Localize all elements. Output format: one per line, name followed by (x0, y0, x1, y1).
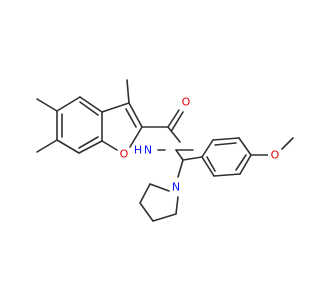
bond (175, 149, 184, 161)
atom-labels: O N H O N O (117, 95, 282, 194)
bond (79, 96, 103, 113)
atom-bg (169, 180, 183, 194)
atom-label-methoxy-oxygen: O (271, 149, 280, 162)
bond (56, 96, 81, 112)
molecule-structure: O N H O N O (36, 79, 294, 222)
bond (101, 102, 130, 113)
bond (171, 111, 184, 131)
bond (79, 101, 99, 116)
bond (214, 142, 237, 146)
bond (201, 156, 215, 177)
atom-bg (133, 143, 145, 155)
bond (201, 139, 214, 158)
atom-bg (268, 148, 282, 162)
bond (128, 102, 143, 128)
bond (36, 139, 58, 153)
atom-label-carbonyl-oxygen: O (182, 96, 191, 109)
bond (149, 183, 170, 192)
bond (167, 109, 180, 128)
bond (101, 140, 118, 151)
bond (139, 183, 151, 204)
bond (212, 137, 240, 141)
atom-bg (117, 147, 131, 161)
atom-bg (179, 95, 193, 109)
atom-label-amide-nitrogen: N (144, 144, 152, 157)
bond (129, 126, 143, 148)
bond (167, 126, 181, 143)
bond (177, 159, 184, 178)
bond (206, 156, 216, 172)
bond-lines (36, 79, 294, 222)
bond (213, 173, 241, 177)
atom-label-amide-hydrogen: H (134, 144, 142, 157)
bond (175, 196, 179, 215)
bond (235, 154, 247, 171)
bond (125, 108, 137, 128)
atom-label-furan-oxygen: O (120, 148, 129, 161)
bond (152, 213, 177, 222)
bond (78, 136, 99, 149)
bond (239, 154, 252, 175)
bond (182, 156, 203, 161)
bond (78, 140, 103, 154)
bond (56, 139, 80, 154)
bond (238, 137, 252, 156)
bond (281, 137, 294, 150)
bond (126, 79, 130, 104)
atom-label-pyrrolidine-nitrogen: N (172, 181, 180, 194)
atom-bg (141, 143, 155, 157)
bond (139, 202, 154, 222)
bond (36, 98, 58, 112)
